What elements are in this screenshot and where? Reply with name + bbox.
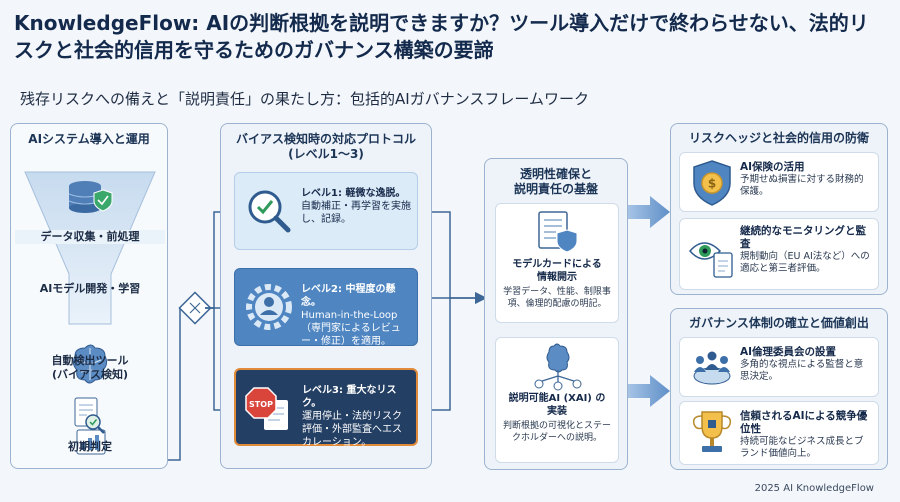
risk-hedge-panel: リスクヘッジと社会的信用の防衛 $ AI保険の活用 予期せぬ損害に対する財務的保…	[670, 123, 888, 295]
funnel-graphic	[24, 171, 156, 455]
svg-text:STOP: STOP	[249, 400, 273, 409]
page-subtitle: 残存リスクへの備えと「説明責任」の果たし方：包括的AIガバナンスフレームワーク	[20, 90, 589, 108]
risk-hedge-title: リスクヘッジと社会的信用の防衛	[688, 131, 869, 145]
xai-card: 説明可能AI (XAI) の 実装 判断根拠の可視化とステークホルダーへの説明。	[495, 337, 619, 463]
eye-clipboard-icon	[689, 242, 733, 278]
stage-label-model-training: AIモデル開発・学習	[39, 282, 141, 295]
document-magnifier-icon	[74, 397, 105, 434]
arrow-to-risk-hedge	[626, 196, 670, 228]
level-3-desc: 運用停止・法的リスク評価・外部監査へエスカレーション。	[302, 411, 402, 448]
stage-label-data-collection: データ収集・前処理	[15, 230, 165, 244]
ai-insurance-heading: AI保険の活用	[740, 161, 805, 173]
level-1-card: レベル1: 軽微な逸脱。 自動補正・再学習を実施し、記録。	[234, 172, 418, 250]
xai-desc: 判断根拠の可視化とステークホルダーへの説明。	[502, 421, 611, 443]
stage-label-bias-detection: 自動検出ツール (バイアス検知)	[51, 354, 129, 381]
xai-heading: 説明可能AI (XAI) の 実装	[508, 393, 606, 417]
ethics-committee-heading: AI倫理委員会の設置	[740, 346, 837, 358]
stop-sign-icon: STOP	[245, 387, 288, 430]
level-1-label: レベル1: 軽微な逸脱。	[301, 188, 406, 199]
shield-coin-icon: $	[693, 160, 731, 206]
ethics-committee-card: AI倫理委員会の設置 多角的な視点による監督と意思決定。	[679, 337, 879, 397]
competitive-advantage-card: 信頼されるAIによる競争優位性 持続可能なビジネス成長とブランド価値向上。	[679, 401, 879, 465]
ai-insurance-card: $ AI保険の活用 予期せぬ損害に対する財務的保護。	[679, 152, 879, 212]
model-card-card: モデルカードによる 情報開示 学習データ、性能、制限事項、倫理的配慮の明記。	[495, 203, 619, 323]
level-2-card: レベル2: 中程度の懸念。 Human-in-the-Loop （専門家によるレ…	[234, 268, 418, 347]
ethics-committee-desc: 多角的な視点による監督と意思決定。	[740, 359, 864, 382]
transparency-title: 透明性確保と 説明責任の基盤	[513, 167, 598, 196]
svg-text:$: $	[708, 177, 716, 191]
competitive-advantage-desc: 持続可能なビジネス成長とブランド価値向上。	[740, 436, 864, 459]
level-1-desc: 自動補正・再学習を実施し、記録。	[301, 201, 411, 225]
protocol-title: バイアス検知時の対応プロトコル (レベル1〜3)	[235, 132, 416, 161]
footer-copyright: 2025 AI KnowledgeFlow	[754, 483, 874, 494]
ai-insurance-desc: 予期せぬ損害に対する財務的保護。	[740, 174, 864, 197]
monitoring-desc: 規制動向（EU AI法など）への適応と第三者評価。	[740, 251, 870, 274]
magnifier-check-icon	[248, 190, 291, 233]
protocol-panel: バイアス検知時の対応プロトコル (レベル1〜3) レベル1: 軽微な逸脱。 自動…	[220, 123, 432, 469]
model-card-desc: 学習データ、性能、制限事項、倫理的配慮の明記。	[503, 287, 611, 309]
model-card-icon	[538, 211, 578, 253]
governance-title: ガバナンス体制の確立と価値創出	[689, 316, 869, 330]
level-2-label: レベル2: 中程度の懸念。	[301, 284, 396, 308]
governance-panel: ガバナンス体制の確立と価値創出 AI倫理委員会の設置 多角的な視点による監督と意…	[670, 308, 888, 470]
network-brain-icon	[534, 343, 582, 391]
person-gear-icon	[246, 284, 292, 330]
monitoring-card: 継続的なモニタリングと監査 規制動向（EU AI法など）への適応と第三者評価。	[679, 218, 879, 290]
level-2-desc: Human-in-the-Loop （専門家によるレビュー・修正）を適用。	[301, 310, 401, 347]
database-shield-icon	[68, 181, 113, 213]
chart-dashboard-icon	[76, 429, 106, 455]
committee-icon	[693, 351, 731, 385]
competitive-advantage-heading: 信頼されるAIによる競争優位性	[740, 410, 868, 435]
monitoring-heading: 継続的なモニタリングと監査	[740, 225, 866, 250]
arrow-to-governance	[626, 375, 670, 407]
router-diamond	[178, 291, 212, 325]
model-card-heading: モデルカードによる 情報開示	[512, 259, 602, 283]
pipeline-title: AIシステム導入と運用	[28, 132, 150, 146]
page-title: KnowledgeFlow: AIの判断根拠を説明できますか？ツール導入だけで終…	[14, 11, 869, 62]
transparency-panel: 透明性確保と 説明責任の基盤 モデルカードによる 情報開示 学習データ、性能、制…	[484, 158, 628, 470]
level-3-card: STOP レベル3: 重大なリスク。 運用停止・法的リスク評価・外部監査へエスカ…	[234, 368, 418, 448]
level-3-label: レベル3: 重大なリスク。	[302, 385, 397, 409]
brain-icon	[72, 344, 108, 384]
pipeline-panel: AIシステム導入と運用 データ収集・前処理	[10, 123, 168, 469]
trophy-chip-icon	[692, 411, 732, 452]
stage-label-initial-judgment: 初期判定	[68, 440, 112, 453]
